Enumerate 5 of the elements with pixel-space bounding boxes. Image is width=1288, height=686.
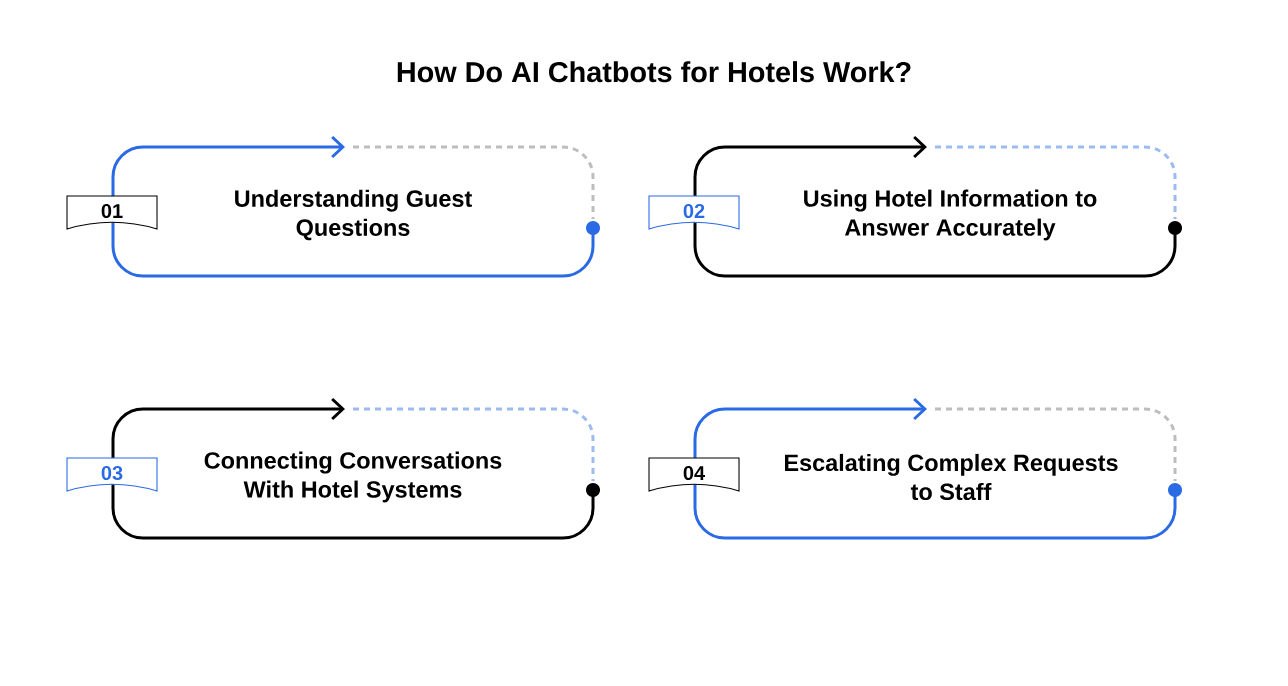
number-tag: 04 <box>648 457 740 492</box>
number-tag: 02 <box>648 195 740 230</box>
number-tag: 03 <box>66 457 158 492</box>
title: How Do AI Chatbots for Hotels Work? <box>397 61 911 83</box>
number-tag: 01 <box>66 195 158 230</box>
